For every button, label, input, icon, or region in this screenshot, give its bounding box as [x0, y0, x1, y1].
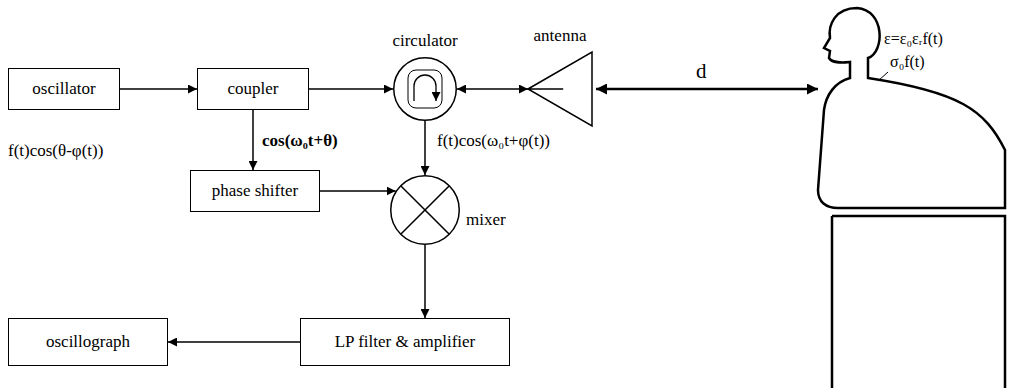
- antenna-symbol-shape: [528, 52, 592, 126]
- signal-connector: [424, 245, 426, 318]
- oscillograph-box: oscillograph: [8, 318, 168, 366]
- edge-label: f(t)cos(ω₀t+φ(t)): [437, 132, 550, 151]
- antenna-symbol: antenna: [528, 52, 592, 126]
- desk-outline: [832, 216, 1005, 388]
- signal-connector: [457, 88, 528, 90]
- circulator-symbol-shape: [393, 57, 457, 121]
- circulator-symbol: circulator: [393, 57, 457, 121]
- permittivity-label: ε=ε₀εᵣf(t): [884, 30, 943, 48]
- signal-label: f(t)cos(θ-φ(t)): [8, 142, 103, 161]
- distance-label: d: [696, 60, 707, 83]
- signal-connector: [424, 121, 426, 175]
- oscillator-box: oscillator: [8, 68, 120, 110]
- conductivity-label: σ₀f(t): [890, 53, 925, 71]
- node-label: circulator: [392, 32, 457, 51]
- edge-label: cos(ω₀t+θ): [262, 132, 338, 151]
- signal-connector: [168, 341, 300, 343]
- node-label: coupler: [228, 80, 279, 99]
- signal-connector: [320, 190, 396, 192]
- node-label: oscillator: [32, 80, 95, 99]
- node-label: mixer: [466, 211, 506, 230]
- signal-connector: [309, 88, 393, 90]
- phase-shifter-box: phase shifter: [190, 170, 320, 212]
- person-outline: [818, 8, 1005, 208]
- distance-arrow: [596, 88, 818, 91]
- node-label: oscillograph: [46, 333, 130, 352]
- node-label: antenna: [534, 27, 587, 46]
- mixer-symbol-shape: [390, 175, 460, 245]
- node-label: LP filter & amplifier: [335, 333, 476, 352]
- node-label: phase shifter: [212, 182, 298, 201]
- leader-line: [878, 72, 888, 81]
- signal-connector: [120, 88, 197, 90]
- filter-box: LP filter & amplifier: [300, 318, 510, 366]
- signal-connector: [252, 110, 254, 170]
- coupler-box: coupler: [197, 68, 309, 110]
- mixer-symbol: mixer: [390, 175, 460, 245]
